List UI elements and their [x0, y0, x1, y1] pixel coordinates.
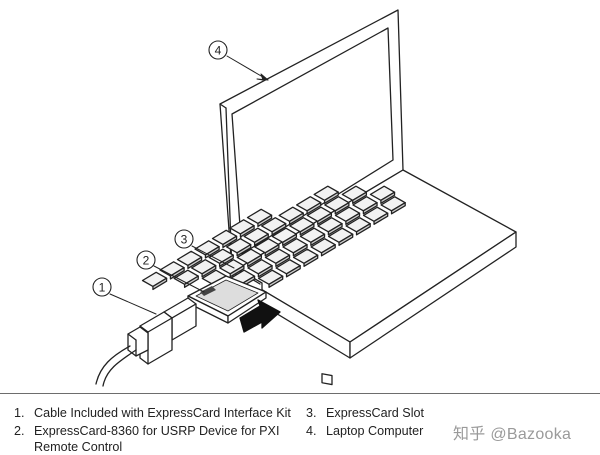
keyboard-key-side — [222, 235, 238, 249]
keyboard-key-side — [355, 223, 371, 236]
laptop-expresscard-diagram: 1 2 3 4 — [92, 9, 517, 387]
leader-lines — [109, 55, 269, 315]
keyboard-key-side — [268, 275, 284, 288]
legend-item-text: Cable Included with ExpressCard Interfac… — [34, 406, 291, 420]
keyboard-key-side — [271, 222, 287, 236]
legend-left-column: 1. Cable Included with ExpressCard Inter… — [14, 405, 299, 455]
keyboard-key-side — [303, 254, 319, 267]
legend-item: 4. Laptop Computer — [306, 423, 506, 439]
keyboard-key-side — [299, 222, 315, 236]
svg-text:3: 3 — [181, 233, 188, 247]
keyboard-key-side — [275, 254, 291, 267]
svg-text:4: 4 — [215, 44, 222, 58]
keyboard-key — [194, 240, 220, 256]
legend-item-number: 2. — [14, 424, 25, 438]
keyboard-key-side — [338, 233, 354, 246]
legend-item-number: 1. — [14, 406, 25, 420]
laptop-screen — [219, 9, 404, 273]
keyboard-key-side — [257, 214, 273, 228]
keyboard-key-side — [390, 202, 406, 215]
keyboard-key-side — [380, 191, 396, 204]
keyboard-key-side — [345, 212, 361, 225]
keyboard-key-side — [306, 201, 322, 215]
keyboard-key-side — [236, 243, 252, 257]
legend-item-text: ExpressCard Slot — [326, 406, 424, 420]
legend-item-text: Laptop Computer — [326, 424, 424, 438]
keyboard-key-side — [183, 275, 199, 288]
keyboard-key-side — [257, 264, 273, 278]
keyboard-key-side — [323, 191, 339, 204]
keyboard-key-side — [218, 254, 234, 267]
legend-item: 2. ExpressCard-8360 for USRP Device for … — [14, 423, 299, 455]
svg-text:1: 1 — [99, 281, 106, 295]
legend-item-text: ExpressCard-8360 for USRP Device for PXI… — [34, 424, 280, 454]
keyboard-key-side — [264, 243, 280, 257]
keyboard-key-side — [253, 233, 269, 246]
keyboard-key-side — [362, 201, 378, 215]
keyboard-key-side — [282, 233, 298, 246]
watermark: 知乎 @Bazooka — [453, 426, 572, 443]
keyboard-key-side — [285, 265, 301, 278]
keyboard-key-side — [327, 222, 343, 236]
legend-item: 1. Cable Included with ExpressCard Inter… — [14, 405, 299, 421]
keyboard-key-side — [334, 201, 350, 215]
keyboard-key — [141, 271, 168, 288]
legend-item: 3. ExpressCard Slot — [306, 405, 506, 421]
legend-right-column: 3. ExpressCard Slot 4. Laptop Computer — [306, 405, 506, 439]
callout-1: 1 — [92, 277, 112, 297]
keyboard-key-side — [239, 225, 255, 238]
legend-divider — [0, 393, 600, 394]
insertion-arrow — [239, 299, 281, 333]
keyboard-key-side — [187, 256, 203, 270]
callout-3: 3 — [174, 229, 194, 249]
cable — [95, 345, 137, 387]
keyboard-key-side — [317, 212, 333, 225]
callout-2: 2 — [136, 250, 156, 270]
keyboard-key-side — [373, 212, 389, 225]
svg-text:2: 2 — [143, 254, 150, 268]
keyboard-key-side — [288, 212, 304, 225]
legend-item-number: 4. — [306, 424, 317, 438]
keyboard-key — [159, 261, 185, 277]
keyboard-key-side — [310, 233, 326, 246]
keyboard-key-side — [247, 254, 263, 267]
keyboard-key-side — [292, 243, 308, 257]
keyboard-key-side — [320, 244, 336, 257]
expresscard-8360 — [187, 275, 267, 324]
legend-item-number: 3. — [306, 406, 317, 420]
keyboard-key-side — [352, 191, 368, 204]
keyboard-key-side — [201, 264, 217, 278]
keyboard-key — [176, 250, 203, 267]
cable-connector — [127, 297, 197, 365]
callout-4: 4 — [208, 40, 228, 60]
keyboard-key-side — [152, 277, 168, 291]
keyboard-key-side — [229, 264, 245, 278]
